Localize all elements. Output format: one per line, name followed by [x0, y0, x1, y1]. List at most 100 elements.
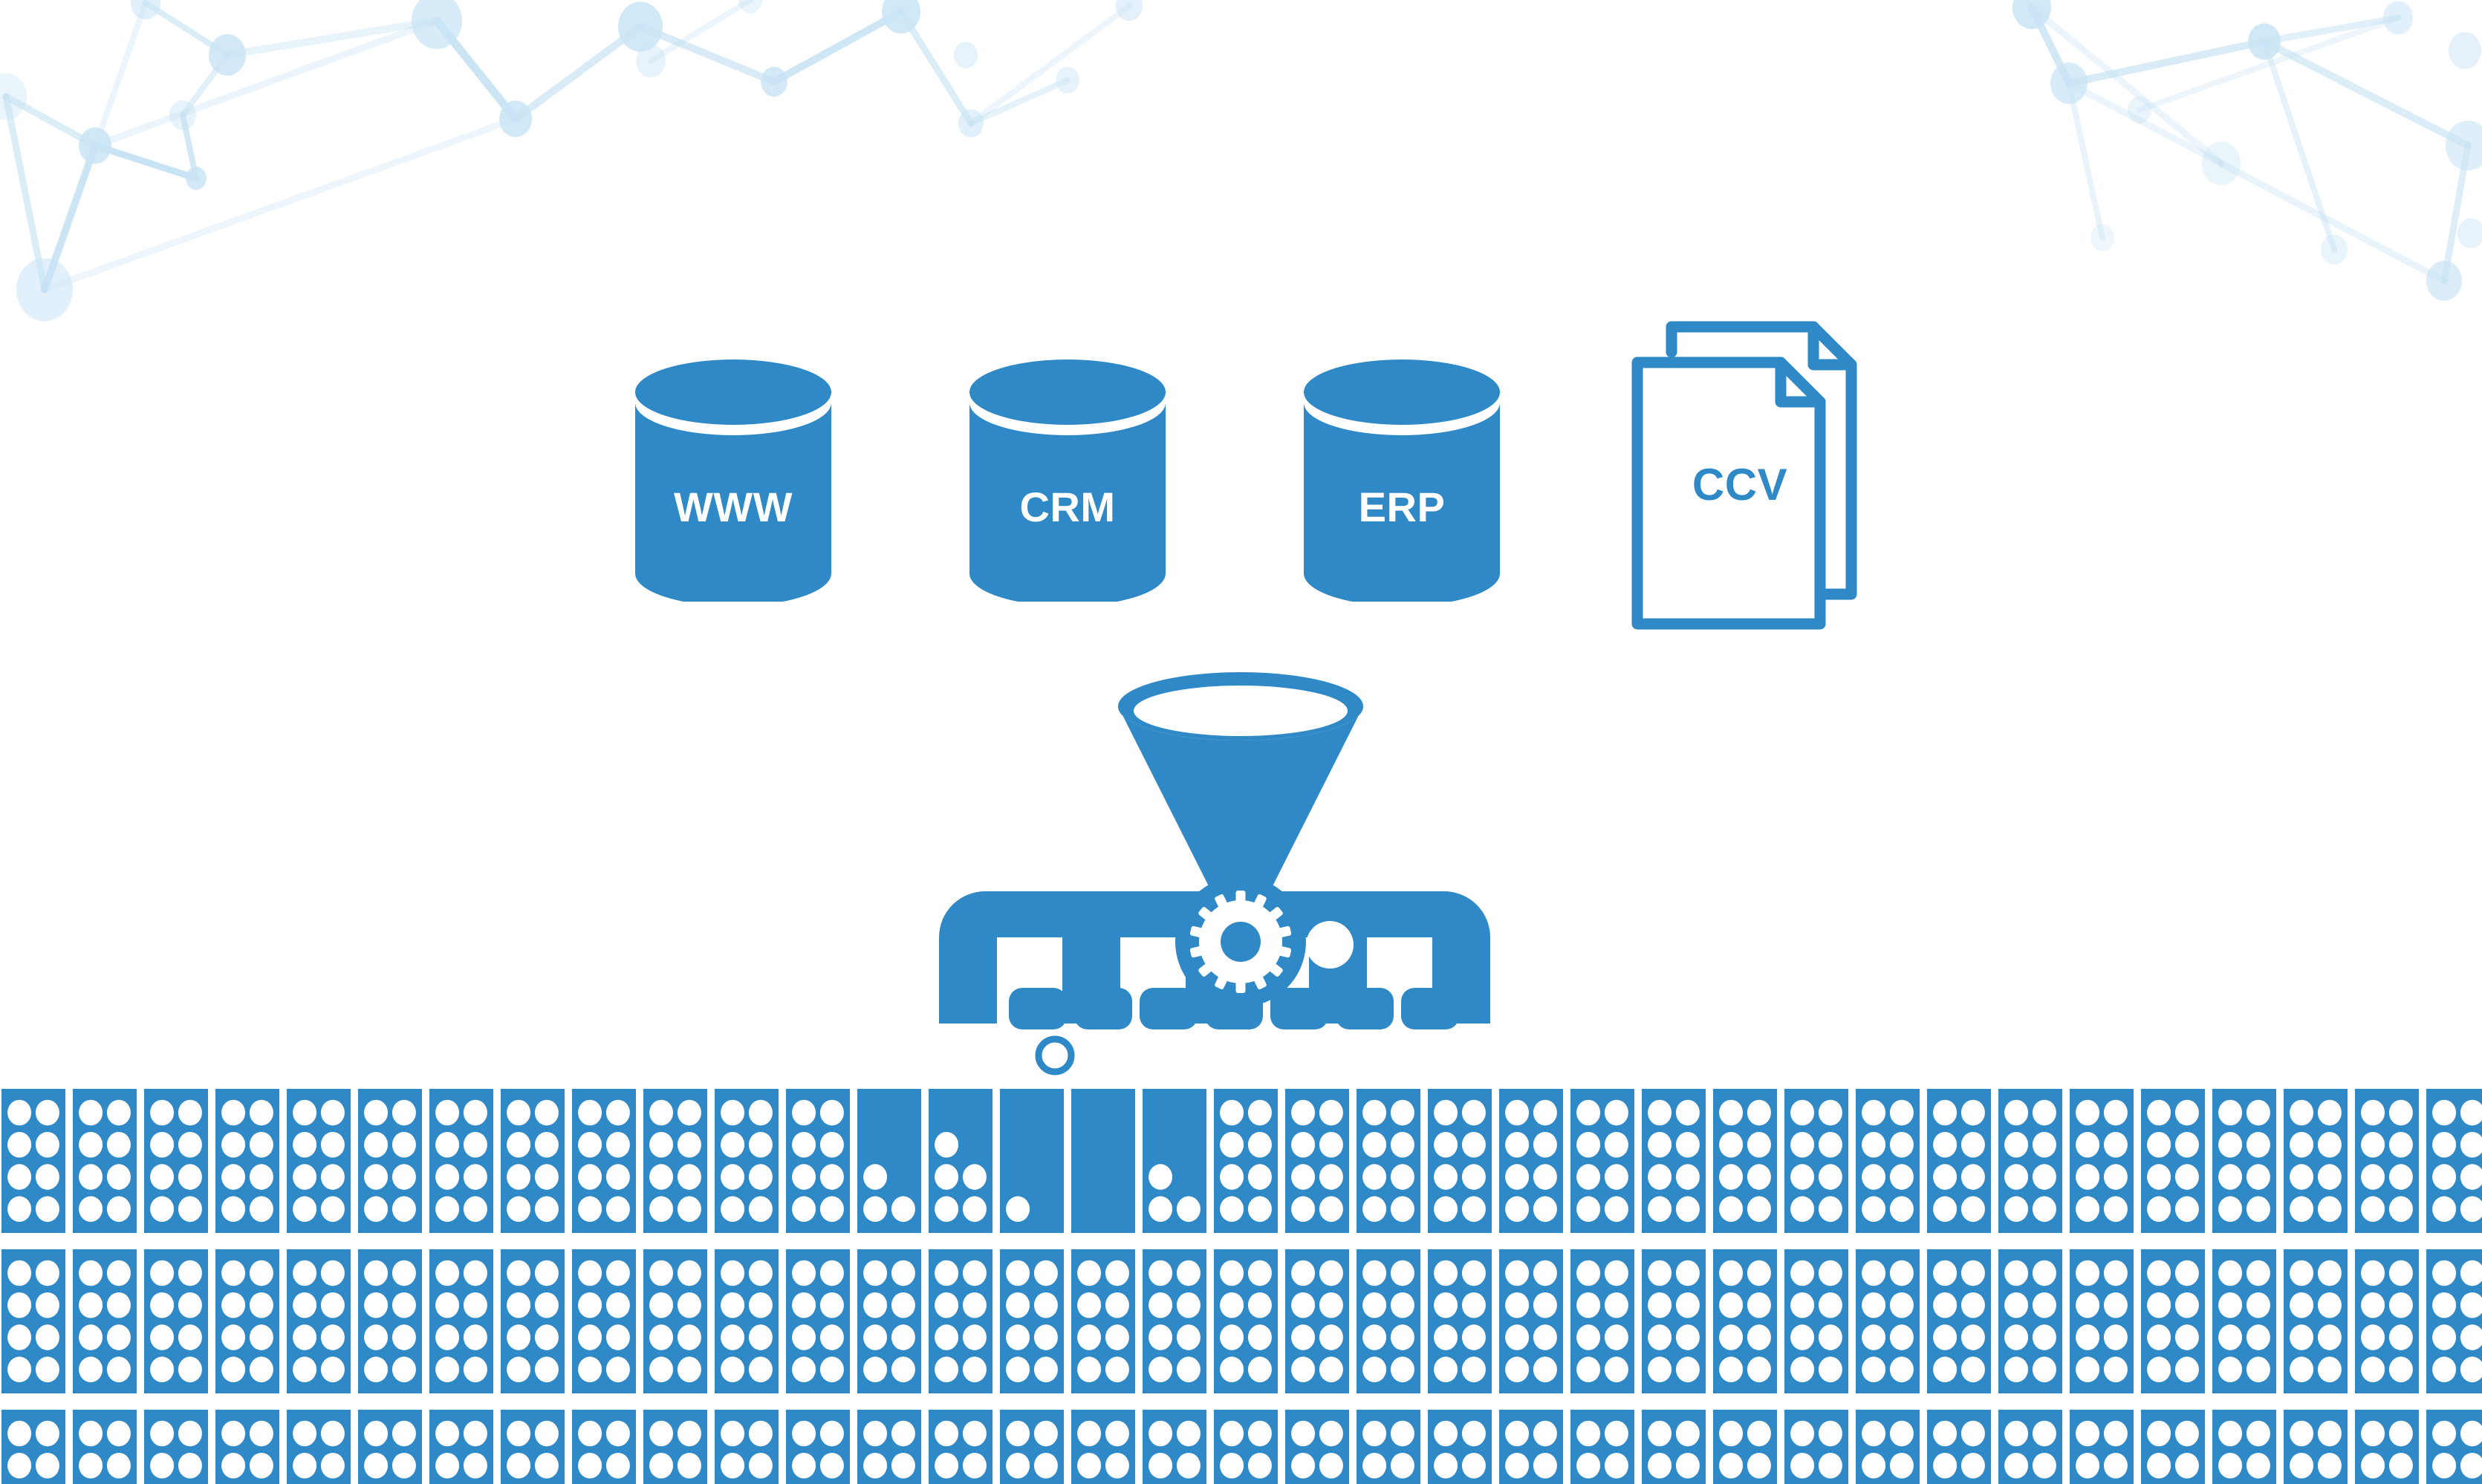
output-tile [1143, 1410, 1206, 1484]
tile-dot [1505, 1099, 1530, 1126]
tile-dot [392, 1292, 416, 1318]
tile-dot [150, 1452, 175, 1479]
tile-dot [435, 1164, 460, 1190]
tile-dot [293, 1099, 317, 1126]
gear-tooth [1235, 891, 1246, 907]
tile-dot [1077, 1356, 1102, 1383]
tile-dot [2218, 1356, 2243, 1383]
tile-dot [1719, 1260, 1744, 1286]
tile-dot [2361, 1131, 2385, 1158]
tile-dot [1675, 1164, 1700, 1190]
gear-tooth [1198, 960, 1216, 977]
output-tile [1214, 1410, 1278, 1484]
tile-dot [79, 1196, 103, 1223]
output-tile [1071, 1089, 1135, 1233]
output-tile [1499, 1089, 1563, 1233]
tile-dot [2246, 1131, 2270, 1158]
tile-dot [178, 1452, 202, 1479]
network-node [2449, 32, 2481, 69]
tile-dot [1576, 1099, 1601, 1126]
tile-dot [1862, 1324, 1886, 1350]
output-tile [358, 1089, 422, 1233]
tile-dot [748, 1324, 773, 1350]
tile-dot [2460, 1356, 2482, 1383]
tile-dot [35, 1131, 59, 1158]
network-edge [2261, 14, 2402, 45]
output-tile [1357, 1249, 1420, 1393]
network-node [738, 0, 762, 13]
output-tile [429, 1249, 493, 1393]
tile-dot [1390, 1324, 1414, 1350]
output-tile [929, 1089, 993, 1233]
tile-dot [2004, 1260, 2029, 1286]
network-edge [91, 142, 200, 182]
tile-dot [2290, 1292, 2314, 1318]
tile-dot [1176, 1292, 1201, 1318]
tile-dot [2246, 1292, 2270, 1318]
tile-dot [2103, 1196, 2128, 1223]
tile-dot [1747, 1324, 1771, 1350]
tile-dot [792, 1356, 816, 1383]
tile-dot [1604, 1356, 1628, 1383]
tile-dot [962, 1420, 987, 1447]
database-cylinder-icon [1304, 359, 1500, 602]
output-tile [1927, 1089, 1991, 1233]
tile-dot [221, 1356, 246, 1383]
tile-dot [35, 1196, 59, 1223]
tile-dot [1747, 1099, 1771, 1126]
tile-dot [2174, 1196, 2199, 1223]
tile-dot [1319, 1164, 1343, 1190]
tile-dot [962, 1356, 987, 1383]
output-tile [2355, 1089, 2419, 1233]
network-edge [224, 17, 441, 59]
tile-dot [1291, 1131, 1316, 1158]
tile-dot [677, 1356, 701, 1383]
tile-dot [2290, 1099, 2314, 1126]
tile-dot [935, 1292, 959, 1318]
tile-dot [320, 1164, 345, 1190]
tile-dot [507, 1196, 531, 1223]
tile-dot [1291, 1420, 1316, 1447]
tile-dot [1818, 1324, 1842, 1350]
network-node [2321, 234, 2348, 265]
tile-dot [1790, 1420, 1815, 1447]
gear-tooth [1265, 907, 1283, 923]
tile-dot [1960, 1196, 1985, 1223]
tile-dot [1747, 1356, 1771, 1383]
output-tile [1357, 1089, 1420, 1233]
output-tile [358, 1249, 422, 1393]
tile-dot [221, 1324, 246, 1350]
tile-dot [249, 1452, 273, 1479]
tile-dot [1576, 1420, 1601, 1447]
tile-dot [1818, 1452, 1842, 1479]
tile-dot [1077, 1420, 1102, 1447]
tile-dot [935, 1196, 959, 1223]
network-edge [897, 8, 975, 127]
tile-dot [935, 1164, 959, 1190]
tile-dot [1247, 1099, 1272, 1126]
tile-dot [578, 1452, 602, 1479]
gear-tooth [1273, 945, 1292, 958]
tile-dot [178, 1324, 202, 1350]
tile-dot [2103, 1131, 2128, 1158]
tile-dot [2361, 1260, 2385, 1286]
tile-dot [2174, 1356, 2199, 1383]
tile-dot [2004, 1099, 2029, 1126]
output-tile [1428, 1089, 1492, 1233]
tile-dot [364, 1292, 389, 1318]
tile-dot [935, 1131, 959, 1158]
tile-dot [2317, 1324, 2342, 1350]
tile-dot [534, 1324, 559, 1350]
tile-dot [748, 1164, 773, 1190]
tile-dot [891, 1452, 915, 1479]
tile-dot [1434, 1292, 1458, 1318]
tile-dot [1220, 1420, 1244, 1447]
tile-dot [463, 1452, 487, 1479]
tile-dot [605, 1164, 630, 1190]
tile-dot [2432, 1356, 2457, 1383]
tile-dot [677, 1420, 701, 1447]
tile-dot [2361, 1452, 2385, 1479]
tile-dot [649, 1292, 674, 1318]
